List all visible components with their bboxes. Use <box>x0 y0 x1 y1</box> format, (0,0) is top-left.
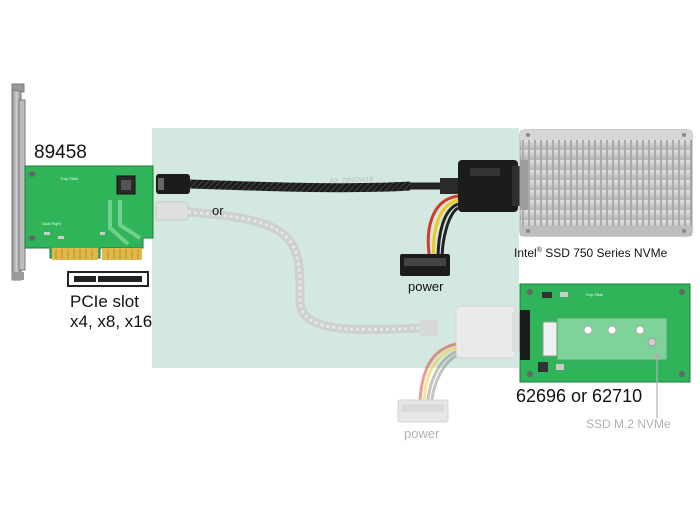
sata-power-connector <box>400 254 450 276</box>
pcie-bracket <box>11 83 26 281</box>
m2-adapter: Trop Slide <box>519 283 691 383</box>
sff8643-cable: AX 29NCW18 <box>156 160 520 276</box>
m2-pointer-arrow <box>653 351 661 418</box>
sata-power-connector-faded <box>397 399 449 423</box>
power-faded-label: power <box>404 426 440 441</box>
pcie-slot-line2: x4, x8, x16 <box>70 312 153 331</box>
pcie-slot-line1: PCIe slot <box>70 292 139 311</box>
cable-print: AX 29NCW18 <box>330 176 374 185</box>
intel-ssd-label: Intel® SSD 750 Series NVMe <box>514 246 668 260</box>
power-label: power <box>408 279 444 294</box>
card-id-label: 89458 <box>34 142 87 163</box>
or-label: or <box>212 203 224 218</box>
intel-ssd-750 <box>519 129 693 237</box>
alt-gray-cable <box>155 201 520 423</box>
pcie-slot-label: PCIe slot x4, x8, x16 <box>70 292 152 332</box>
pcie-pcb: Trop Slide Dual Right <box>24 165 154 260</box>
pcie-slot <box>67 271 149 287</box>
pcb-adapter-text: Trop Slide <box>585 292 604 297</box>
ssd-m2-label: SSD M.2 NVMe <box>586 417 671 431</box>
pcb-card-text-2: Dual Right <box>42 221 62 226</box>
pcie-card-89458: Trop Slide Dual Right <box>11 83 154 287</box>
adapter-ids-label: 62696 or 62710 <box>516 386 643 406</box>
pcb-card-text: Trop Slide <box>60 176 79 181</box>
